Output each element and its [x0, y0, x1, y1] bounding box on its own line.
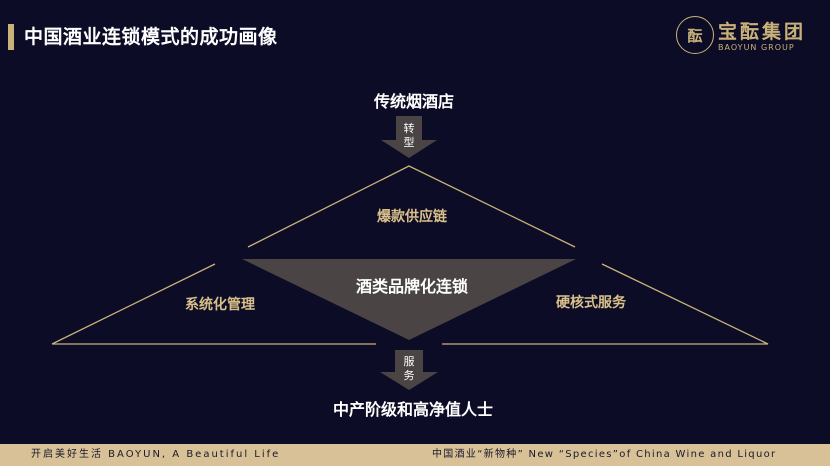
footer-slogan: 开启美好生活 BAOYUN, A Beautiful Life: [31, 449, 281, 460]
left-triangle-outline: [51, 263, 376, 345]
center-triangle-label: 酒类品牌化连锁: [355, 277, 469, 296]
upper-triangle-label: 爆款供应链: [377, 209, 447, 225]
center-inverted-triangle: [242, 259, 576, 340]
bottom-node-label: 中产阶级和高净值人士: [332, 400, 494, 419]
bottom-arrow-shape: [380, 350, 438, 390]
logo-name: 宝酝集团: [718, 21, 807, 43]
logo-subtitle: BAOYUN GROUP: [718, 43, 795, 52]
footer-bar: 开启美好生活 BAOYUN, A Beautiful Life 中国酒业“新物种…: [0, 444, 830, 466]
footer-tagline: 中国酒业“新物种” New “Species”of China Wine and…: [432, 449, 777, 460]
logo-seal-icon: 酝: [676, 16, 714, 54]
title-accent-bar: [8, 24, 14, 50]
diagram-canvas: [51, 116, 769, 390]
top-arrow-shape: [381, 116, 437, 158]
bottom-arrow-label: 服务: [403, 355, 415, 382]
page-title: 中国酒业连锁模式的成功画像: [24, 26, 278, 48]
right-triangle-outline: [442, 263, 769, 345]
top-node-label: 传统烟酒店: [373, 92, 455, 111]
top-arrow-label: 转型: [403, 122, 415, 149]
right-triangle-label: 硬核式服务: [556, 295, 626, 311]
company-logo: 酝 宝酝集团 BAOYUN GROUP: [676, 16, 812, 56]
upper-triangle-outline: [247, 165, 576, 248]
left-triangle-label: 系统化管理: [185, 297, 255, 313]
